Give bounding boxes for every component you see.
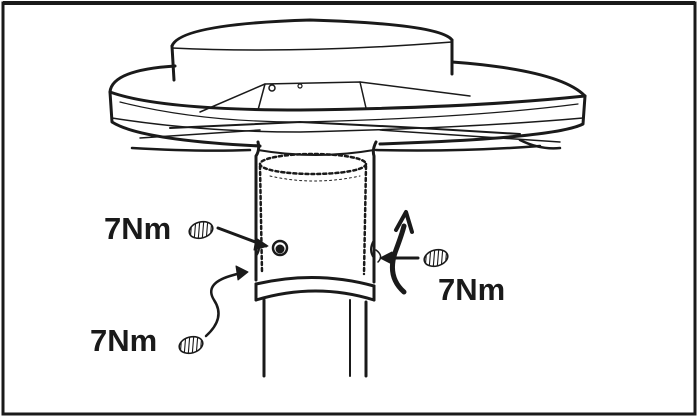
pole-coupling	[254, 140, 382, 302]
set-screw-icon	[188, 219, 214, 241]
screw-arrows	[204, 226, 420, 338]
fan-housing	[108, 18, 587, 152]
torque-label-right: 7Nm	[438, 272, 506, 307]
torque-label-lower-left: 7Nm	[90, 323, 158, 358]
set-screw-icon-right	[423, 247, 449, 269]
rotation-arrow	[389, 210, 414, 295]
downrod	[262, 298, 368, 378]
torque-label-upper-left: 7Nm	[104, 211, 172, 246]
set-screw-icon-lower	[178, 334, 204, 356]
